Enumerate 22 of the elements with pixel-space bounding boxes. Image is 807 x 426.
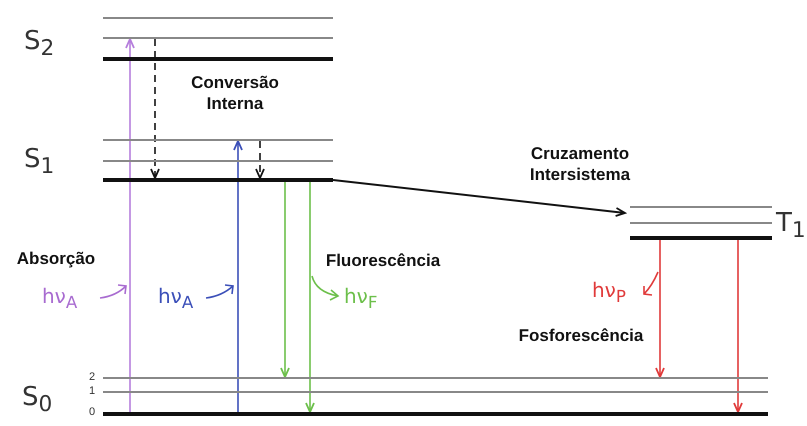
arrow: [125, 38, 135, 412]
state-label: S$_{2}$: [24, 28, 54, 60]
vibrational-level-number: 1: [89, 386, 96, 397]
state-label: S$_{0}$: [22, 384, 52, 416]
arrow: [305, 182, 315, 413]
arrow: [332, 179, 626, 217]
dashed-arrow: [150, 39, 160, 179]
energy-level-line: [103, 160, 333, 162]
energy-level-line: [103, 37, 333, 39]
vibrational-level-number: 0: [89, 407, 96, 418]
arrow: [280, 182, 290, 378]
arrow: [733, 240, 743, 413]
vibrational-level-number: 2: [89, 372, 96, 383]
state-label: T$_{1}$: [776, 210, 806, 242]
energy-level-line: [630, 222, 772, 224]
arrow: [233, 140, 243, 412]
energy-level-line: [103, 139, 333, 141]
energy-level-line: [103, 17, 333, 19]
energy-level-line: [630, 206, 772, 208]
state-label: S$_{1}$: [24, 146, 54, 178]
arrow: [655, 240, 665, 378]
dashed-arrow: [255, 141, 265, 179]
